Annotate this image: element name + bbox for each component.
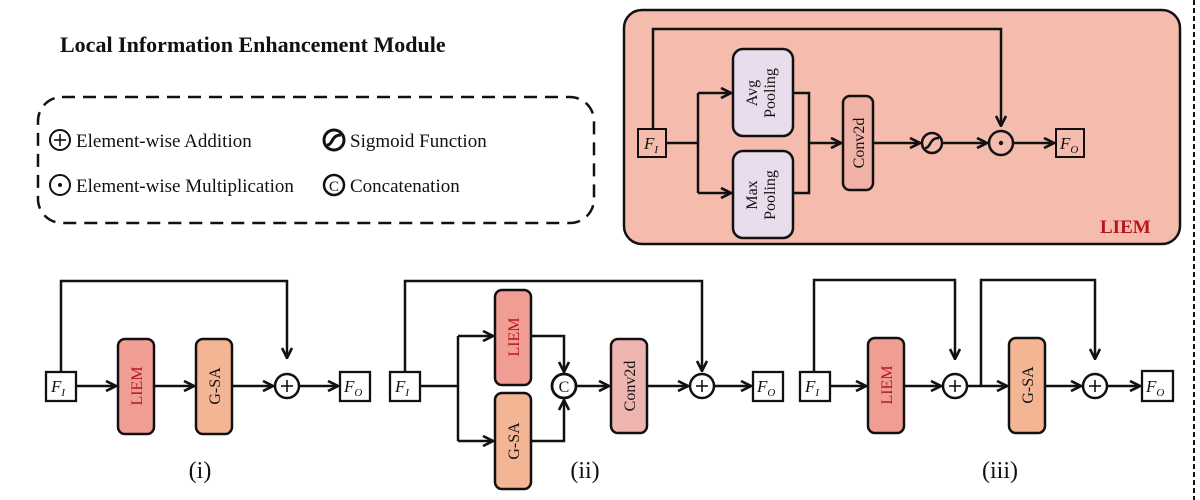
conv2d-block: Conv2d (841, 94, 875, 192)
svg-text:LIEM: LIEM (879, 365, 896, 404)
multiplication-icon (49, 174, 71, 196)
legend-multiplication: Element-wise Multiplication (76, 176, 294, 197)
svg-text:Pooling: Pooling (762, 68, 779, 118)
conv2d-block: Conv2d (609, 337, 649, 435)
svg-text:FO: FO (1059, 134, 1078, 156)
svg-text:FI: FI (643, 134, 659, 156)
legend-sigmoid: Sigmoid Function (350, 131, 487, 152)
liem-block: LIEM (866, 336, 906, 435)
addition-icon (1081, 372, 1109, 400)
svg-text:Conv2d: Conv2d (622, 361, 639, 412)
output-node: FO (338, 370, 372, 403)
addition-icon (688, 372, 716, 400)
svg-text:G-SA: G-SA (1020, 366, 1037, 404)
input-node: FI (388, 370, 422, 403)
svg-text:C: C (329, 179, 339, 195)
caption-i: (i) (189, 458, 212, 484)
module-title: Local Information Enhancement Module (60, 32, 446, 57)
addition-icon (273, 372, 301, 400)
addition-icon (941, 372, 969, 400)
svg-text:Max: Max (744, 180, 761, 209)
svg-text:G-SA: G-SA (506, 422, 523, 460)
svg-text:Conv2d: Conv2d (851, 118, 868, 169)
liem-panel: FI Avg Pooling Max Pooling Conv2d (622, 8, 1182, 246)
variant-i: FI LIEM G-SA FO (i) (44, 279, 372, 484)
caption-iii: (iii) (982, 458, 1018, 484)
addition-icon (49, 129, 71, 151)
gsa-block: G-SA (194, 337, 234, 436)
liem-skip-connection (651, 27, 1001, 155)
max-pooling-block: Max Pooling (731, 149, 795, 240)
avg-pooling-block: Avg Pooling (731, 47, 795, 138)
sigmoid-icon (920, 131, 944, 155)
svg-text:Avg: Avg (744, 80, 761, 106)
liem-panel-label: LIEM (1100, 217, 1151, 238)
variant-iii: FI LIEM G-SA FO (iii) (798, 278, 1175, 484)
svg-text:C: C (559, 379, 570, 396)
legend: Element-wise Addition Element-wise Multi… (36, 95, 596, 225)
legend-concatenation: Concatenation (350, 176, 460, 197)
variant-ii: FI LIEM G-SA C Conv2d (388, 279, 785, 491)
caption-ii: (ii) (570, 458, 599, 484)
input-node: FI (44, 370, 78, 403)
concatenation-icon: C (322, 173, 346, 197)
sigmoid-icon (322, 128, 346, 152)
output-node: FO (1140, 369, 1175, 403)
svg-text:LIEM: LIEM (129, 366, 146, 405)
liem-output-node: FO (1055, 128, 1085, 158)
svg-text:G-SA: G-SA (207, 367, 224, 405)
svg-text:LIEM: LIEM (506, 317, 523, 356)
legend-addition: Element-wise Addition (76, 131, 252, 152)
concatenation-icon: C (550, 372, 578, 400)
gsa-block: G-SA (493, 391, 533, 491)
gsa-block: G-SA (1007, 336, 1047, 435)
output-node: FO (751, 370, 785, 403)
liem-block: LIEM (116, 337, 156, 436)
multiplication-icon (987, 129, 1015, 157)
liem-block: LIEM (493, 288, 533, 387)
svg-text:Pooling: Pooling (762, 170, 779, 220)
input-node: FI (798, 370, 832, 403)
liem-input-node: FI (637, 128, 667, 158)
